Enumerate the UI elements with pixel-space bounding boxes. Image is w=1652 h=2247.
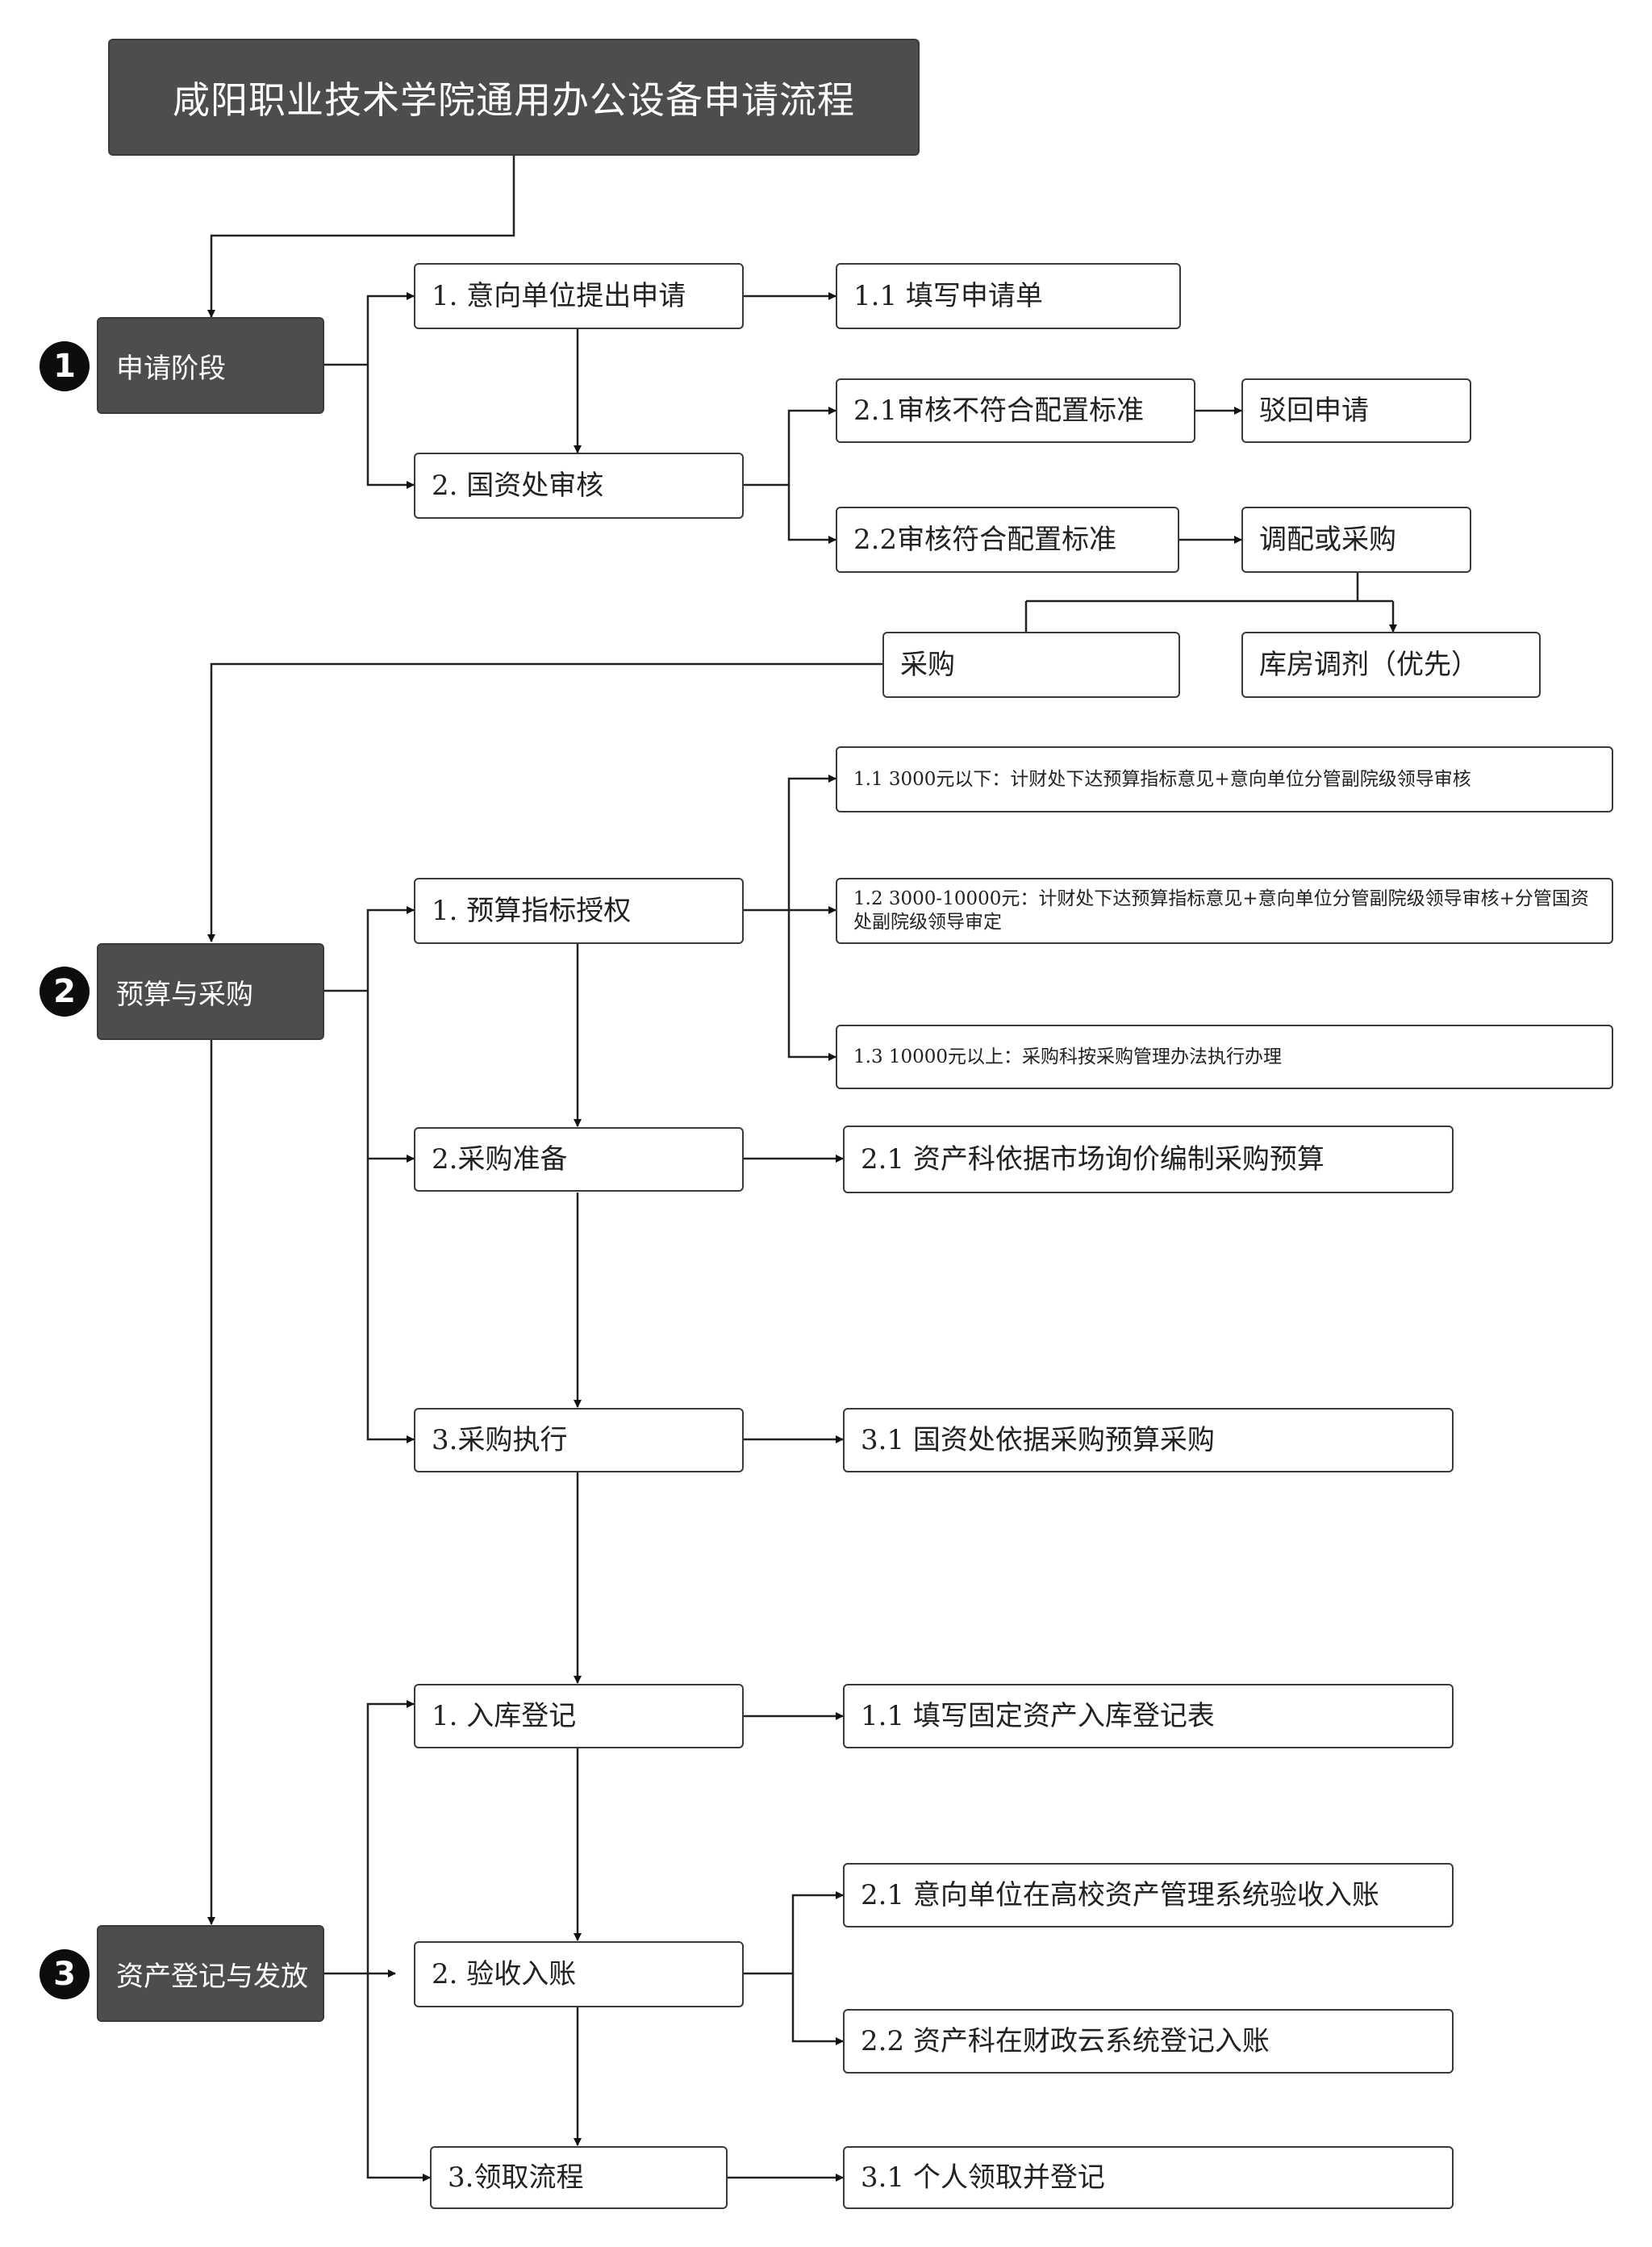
stage-3-badge: 3	[40, 1949, 90, 1999]
budget-rule-1-1: 1.1 3000元以下：计财处下达预算指标意见+意向单位分管副院级领导审核	[836, 746, 1613, 812]
acceptance-step: 2. 验收入账	[414, 1941, 744, 2007]
warehouse-register-step: 1. 入库登记	[414, 1684, 744, 1748]
budget-rule-1-2: 1.2 3000-10000元：计财处下达预算指标意见+意向单位分管副院级领导审…	[836, 878, 1613, 944]
acceptance-detail-1: 2.1 意向单位在高校资产管理系统验收入账	[843, 1863, 1454, 1927]
review-step: 2. 国资处审核	[414, 453, 744, 519]
receive-step: 3.领取流程	[430, 2146, 728, 2209]
stage-2-badge: 2	[40, 967, 90, 1017]
purchase-exec-step: 3.采购执行	[414, 1408, 744, 1472]
warehouse-option: 库房调剂（优先）	[1241, 632, 1541, 698]
apply-step: 1. 意向单位提出申请	[414, 263, 744, 329]
meet-standard: 2.2审核符合配置标准	[836, 507, 1179, 573]
receive-detail: 3.1 个人领取并登记	[843, 2146, 1454, 2209]
stage-1-label: 申请阶段	[97, 317, 324, 414]
fill-form-step: 1.1 填写申请单	[836, 263, 1181, 329]
budget-rule-1-3: 1.3 10000元以上：采购科按采购管理办法执行办理	[836, 1025, 1613, 1089]
reject-application: 驳回申请	[1241, 378, 1471, 443]
page-title: 咸阳职业技术学院通用办公设备申请流程	[108, 39, 920, 156]
purchase-option: 采购	[882, 632, 1180, 698]
purchase-exec-detail: 3.1 国资处依据采购预算采购	[843, 1408, 1454, 1472]
budget-authorization-step: 1. 预算指标授权	[414, 878, 744, 944]
stage-2-label: 预算与采购	[97, 943, 324, 1040]
warehouse-register-detail: 1.1 填写固定资产入库登记表	[843, 1684, 1454, 1748]
stage-1-badge: 1	[40, 341, 90, 391]
purchase-prep-step: 2.采购准备	[414, 1127, 744, 1192]
acceptance-detail-2: 2.2 资产科在财政云系统登记入账	[843, 2009, 1454, 2074]
allocate-or-purchase: 调配或采购	[1241, 507, 1471, 573]
not-meet-standard: 2.1审核不符合配置标准	[836, 378, 1195, 443]
stage-3-label: 资产登记与发放	[97, 1925, 324, 2022]
purchase-prep-detail: 2.1 资产科依据市场询价编制采购预算	[843, 1126, 1454, 1193]
